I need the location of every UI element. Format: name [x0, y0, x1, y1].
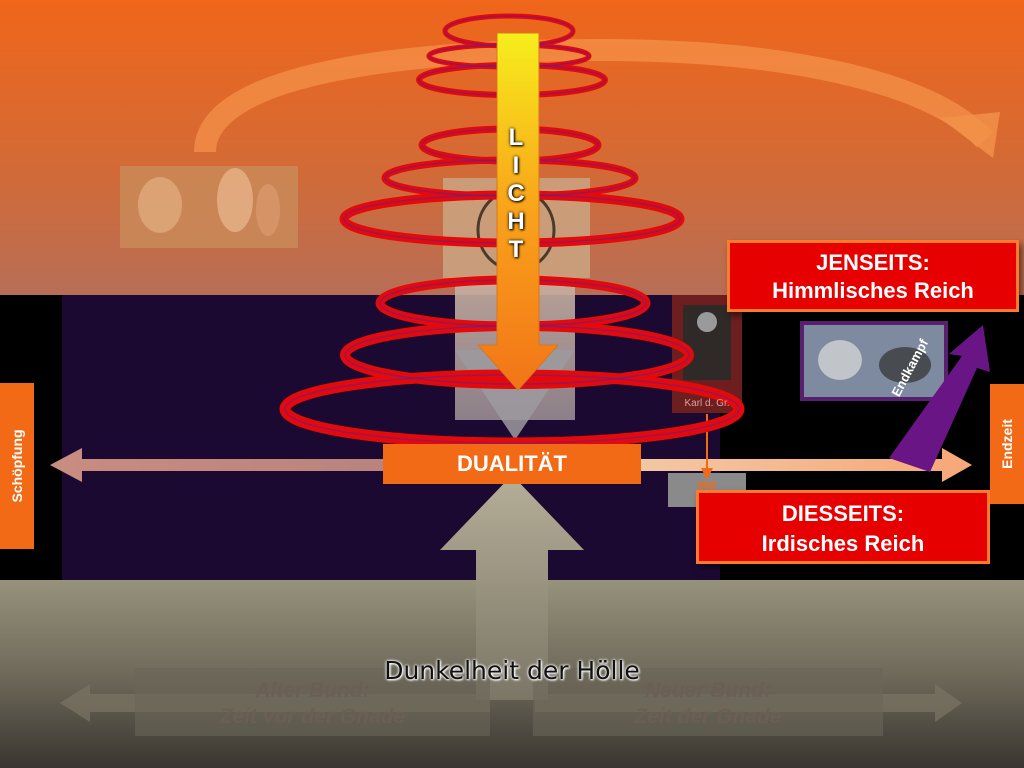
schoepfung-tab: Schöpfung	[0, 383, 34, 549]
karl-caption: Karl d. Gr.	[684, 398, 730, 409]
diesseits-subtitle: Irdisches Reich	[761, 531, 925, 556]
endzeit-tab: Endzeit	[990, 384, 1024, 504]
alter-bund-subtitle: Zeit vor der Gnade	[219, 705, 406, 728]
jenseits-title: JENSEITS:	[816, 250, 930, 275]
licht-letter-l: L	[508, 124, 524, 151]
diesseits-box: DIESSEITS: Irdisches Reich	[696, 490, 990, 564]
alter-bund-title: Alter Bund:	[255, 679, 370, 702]
alter-bund-text: Alter Bund: Zeit vor der Gnade	[135, 678, 490, 730]
licht-letter-h: H	[507, 208, 525, 235]
diesseits-title: DIESSEITS:	[781, 501, 905, 526]
licht-letter-i: I	[512, 152, 520, 179]
jenseits-box: JENSEITS: Himmlisches Reich	[727, 240, 1019, 312]
neuer-bund-text: Neuer Bund: Zeit der Gnade	[533, 678, 883, 730]
year-box-label: 800	[697, 480, 717, 492]
hell-caption: Dunkelheit der Hölle	[384, 656, 640, 685]
neuer-bund-title: Neuer Bund:	[645, 679, 771, 702]
schoepfung-label: Schöpfung	[9, 429, 25, 503]
licht-letter-c: C	[507, 180, 525, 207]
licht-letter-t: T	[508, 236, 524, 263]
jenseits-subtitle: Himmlisches Reich	[772, 278, 974, 303]
endzeit-label: Endzeit	[999, 419, 1015, 469]
dualitaet-label: DUALITÄT	[383, 444, 641, 484]
neuer-bund-subtitle: Zeit der Gnade	[634, 705, 782, 728]
